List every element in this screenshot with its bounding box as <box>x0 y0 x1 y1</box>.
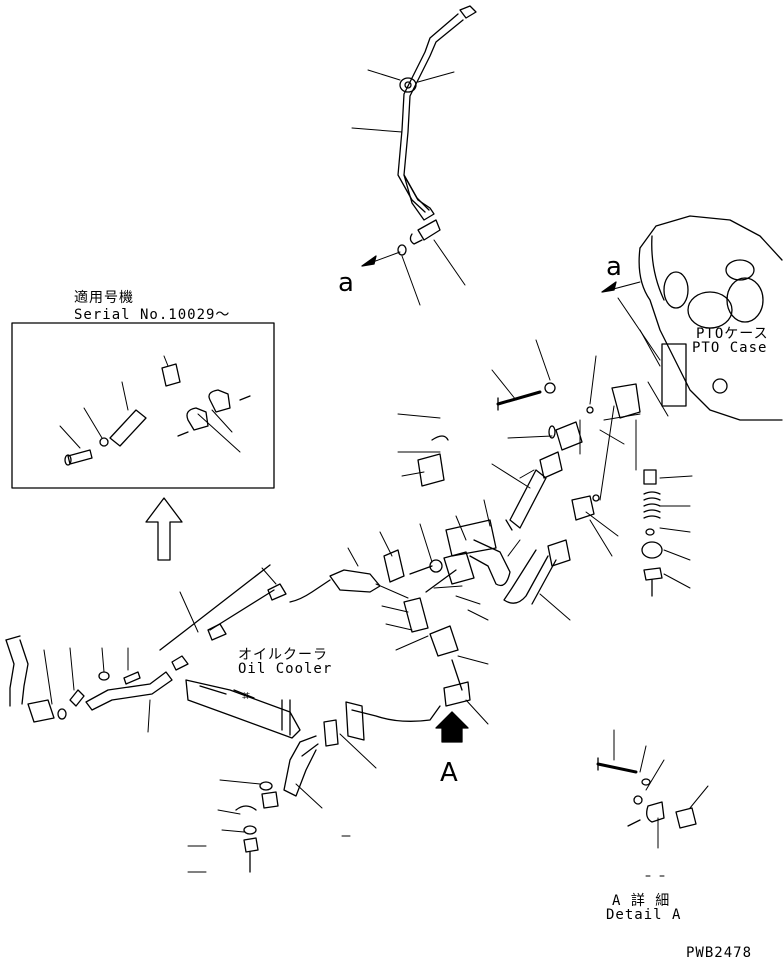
view-mark-A: A <box>440 758 458 788</box>
drawing-number: PWB2478 <box>686 945 753 961</box>
view-arrow-A-solid <box>436 712 468 742</box>
up-arrow-outline <box>146 498 182 560</box>
bottom-leader-lines <box>188 734 376 872</box>
pto-case-label-en: PTO Case <box>692 340 768 356</box>
detail-a-label-en: Detail A <box>606 907 682 923</box>
pto-case-drawing <box>639 216 782 420</box>
view-arrow-a-right <box>602 282 660 360</box>
oil-cooler-unit: ⌗ <box>186 680 300 738</box>
serial-inset-parts <box>60 356 250 465</box>
pto-case-label-jp: PTOケース <box>696 326 769 342</box>
detail-a-parts <box>598 730 708 876</box>
upper-pipe-assembly <box>398 6 476 255</box>
upper-leader-lines <box>352 70 465 305</box>
main-hose-routing <box>160 436 510 796</box>
serial-title-jp: 適用号機 <box>74 290 134 306</box>
serial-inset-box <box>12 323 274 488</box>
detail-a-label-jp: A 詳 細 <box>612 893 671 909</box>
view-arrow-a-upper <box>362 252 400 266</box>
serial-number-label: Serial No.10029〜 <box>74 307 231 323</box>
left-leader-lines <box>44 568 276 732</box>
center-leader-lines <box>348 414 520 724</box>
oil-cooler-label-jp: オイルクーラ <box>238 647 328 663</box>
oil-cooler-label-en: Oil Cooler <box>238 661 333 677</box>
bottom-fittings <box>236 782 278 872</box>
view-mark-a-right: a <box>606 252 622 282</box>
view-mark-a-upper: a <box>338 268 354 298</box>
pto-leader-lines <box>492 330 692 620</box>
pto-fittings <box>498 383 662 604</box>
left-hose-assembly <box>6 584 286 722</box>
svg-text:⌗: ⌗ <box>242 688 250 704</box>
